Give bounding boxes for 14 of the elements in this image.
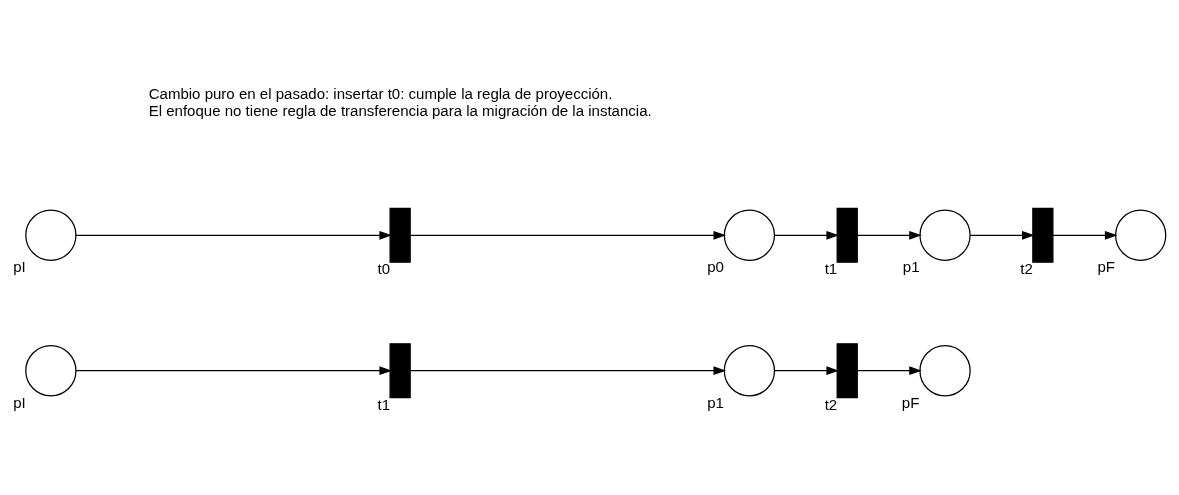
node-label: pF: [1097, 258, 1115, 276]
node-label: p1: [902, 258, 920, 276]
node-label: p1: [707, 393, 724, 411]
node-label: t2: [824, 395, 838, 413]
node-label: pI: [13, 258, 26, 276]
label: El enfoque no tiene regla de transferencia para la migración de la instancia.: [148, 101, 652, 119]
node-label: t0: [377, 260, 391, 278]
node-label: pI: [13, 393, 26, 411]
node-label: p0: [707, 258, 724, 276]
node-label: t1: [377, 395, 391, 413]
node-label: t2: [1020, 260, 1033, 278]
label: Cambio puro en el pasado: insertar t0: cumple la regla de proyección.: [148, 85, 613, 103]
node-label: pF: [901, 393, 920, 411]
node-label: t1: [824, 260, 838, 278]
